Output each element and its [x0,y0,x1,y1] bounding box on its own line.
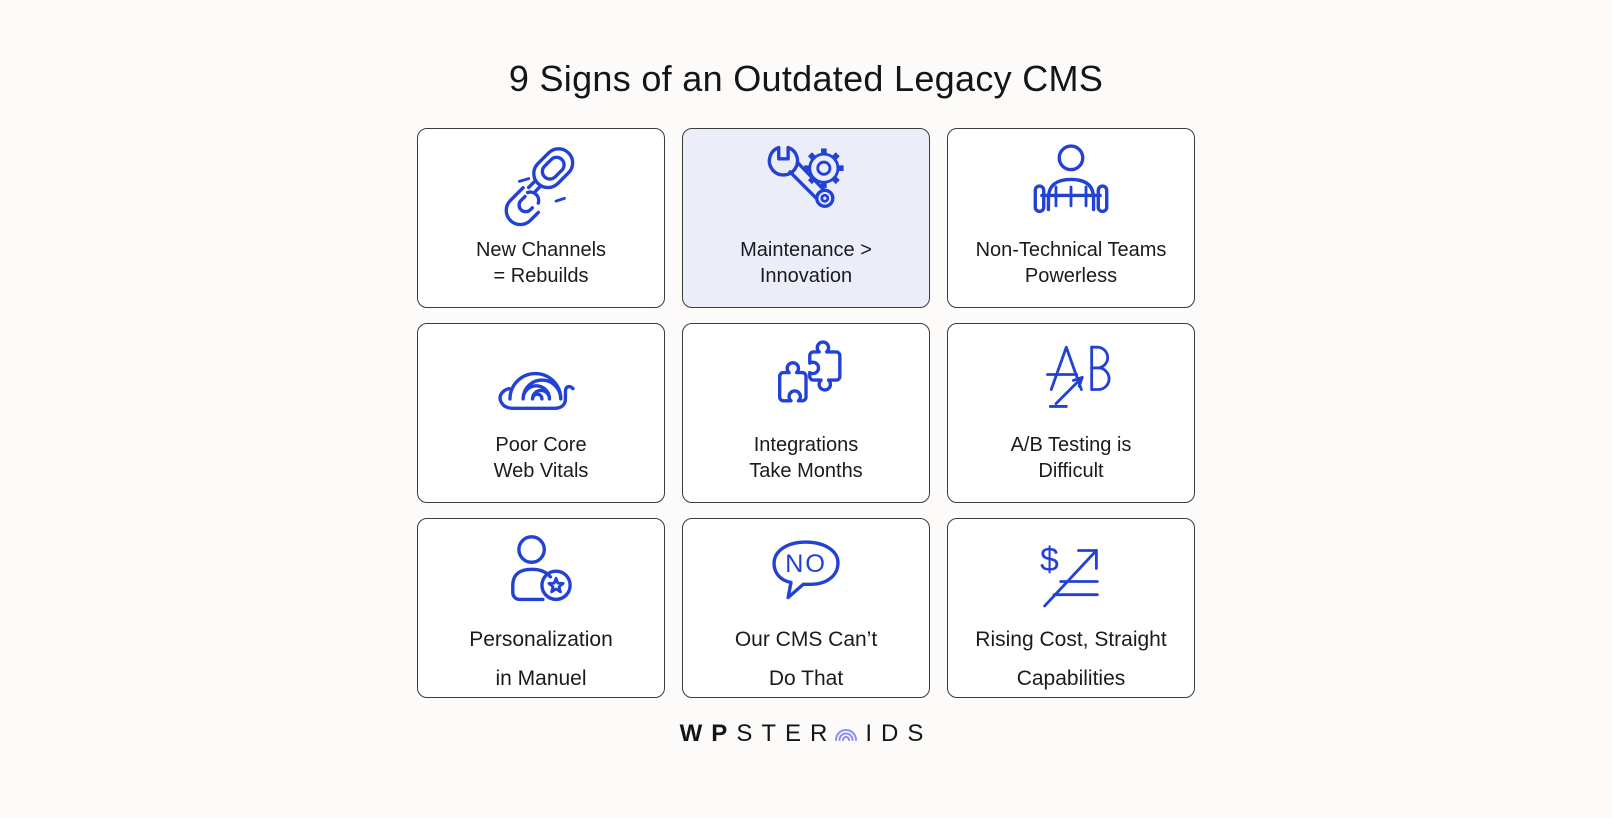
card-non-technical: Non-Technical Teams Powerless [947,128,1195,308]
card-integrations: Integrations Take Months [682,323,930,503]
card-label: Poor Core Web Vitals [493,434,589,483]
card-label: New Channels = Rebuilds [475,239,607,288]
no-bubble-text: NO [785,550,827,578]
wrench-gear-icon [758,137,854,237]
person-barrier-icon [1023,137,1119,237]
dollar-rising-arrow-icon: $ [1023,527,1119,621]
snail-icon [493,332,589,432]
card-label: Personalization in Manuel [469,628,613,690]
card-core-web-vitals: Poor Core Web Vitals [417,323,665,503]
concentric-arcs-icon [835,729,858,741]
card-label: Non-Technical Teams Powerless [975,239,1167,288]
puzzle-pieces-icon [758,332,854,432]
card-label: Our CMS Can’t Do That [734,628,878,690]
card-personalization: Personalization in Manuel [417,518,665,698]
person-star-badge-icon [493,527,589,621]
card-label: A/B Testing is Difficult [1010,434,1132,483]
brand-logo: WP STER IDS [680,720,933,748]
broken-chain-icon [493,137,589,237]
card-cms-cant: NO Our CMS Can’t Do That [682,518,930,698]
card-ab-testing: A/B Testing is Difficult [947,323,1195,503]
card-rising-cost: $ Rising Cost, Straight Capabilities [947,518,1195,698]
card-label: Maintenance > Innovation [740,239,872,288]
dollar-sign: $ [1040,541,1059,579]
logo-ids: IDS [865,720,933,747]
ab-testing-arrow-icon [1023,332,1119,432]
card-maintenance: Maintenance > Innovation [682,128,930,308]
logo-wp: WP [679,720,737,747]
signs-grid: New Channels = Rebuilds [417,128,1195,698]
card-label: Rising Cost, Straight Capabilities [975,628,1167,690]
card-new-channels: New Channels = Rebuilds [417,128,665,308]
no-speech-bubble-icon: NO [758,527,854,621]
page-title: 9 Signs of an Outdated Legacy CMS [508,58,1104,99]
card-label: Integrations Take Months [749,434,863,483]
logo-ster: STER [736,720,837,747]
